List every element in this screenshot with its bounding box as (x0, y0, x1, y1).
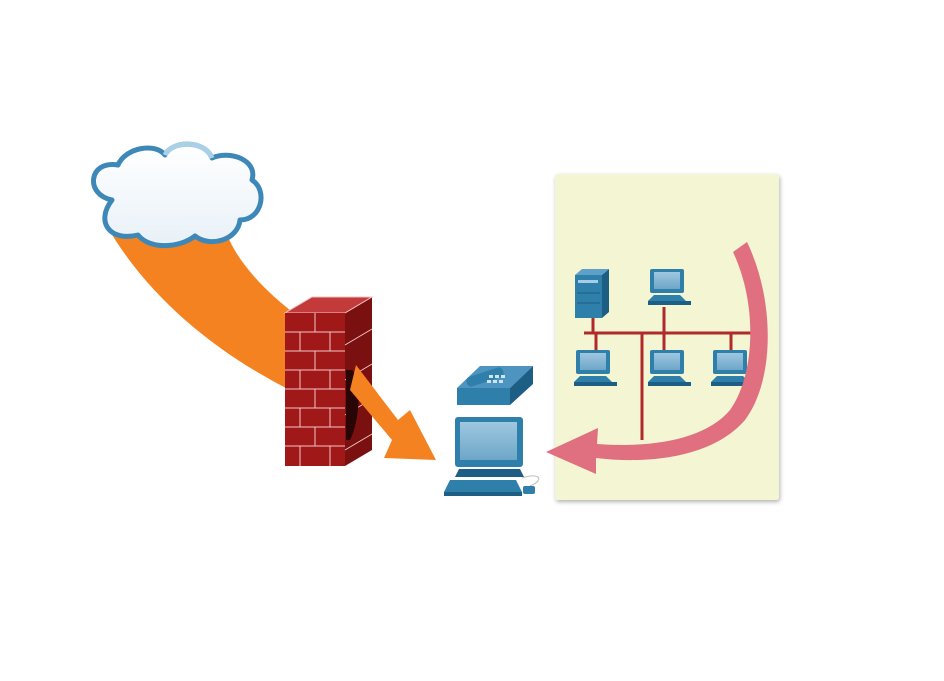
external-flow-arrow (350, 365, 436, 460)
internal-flow-arrow (546, 242, 768, 474)
brick-wall-icon (283, 296, 374, 466)
lan-zone (546, 174, 779, 500)
ip-phone-icon (457, 366, 533, 405)
pc-icon (648, 269, 691, 305)
desktop-computer-icon (444, 417, 540, 496)
cloud-icon (91, 141, 264, 249)
pc-icon (574, 350, 617, 386)
lan-bus (584, 307, 765, 440)
pc-icon (648, 350, 691, 386)
server-icon (575, 269, 609, 318)
external-flow-band (108, 210, 300, 390)
